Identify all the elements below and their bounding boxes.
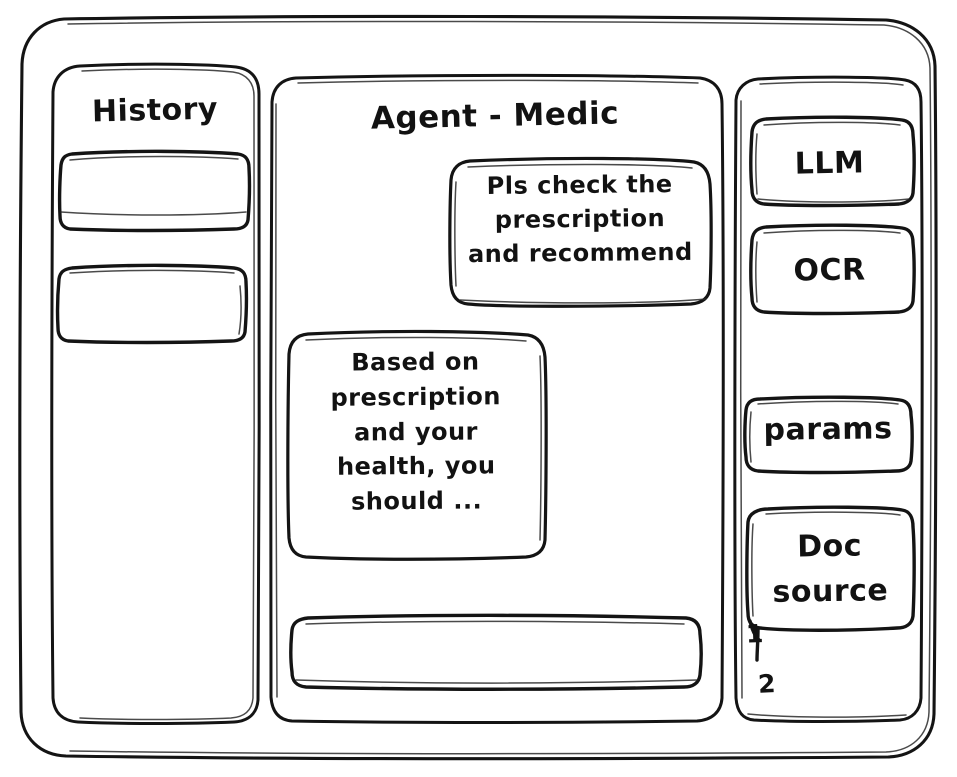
- doc-source-box-outline: [745, 505, 916, 662]
- composer-outline: [289, 613, 703, 691]
- ocr-button[interactable]: [751, 225, 914, 313]
- tools-panel-outline: [733, 75, 924, 723]
- llm-button-outline: [749, 115, 916, 208]
- params-button[interactable]: [745, 397, 912, 472]
- history-item-1-outline: [57, 149, 252, 233]
- ocr-button-outline: [749, 223, 916, 316]
- doc-source-button[interactable]: [747, 507, 914, 631]
- agent-message-bubble: [288, 332, 546, 558]
- doc-source-item-2-row[interactable]: [756, 664, 816, 704]
- history-item-2-outline: [55, 263, 249, 345]
- window-frame: [18, 14, 938, 761]
- params-button-outline: [743, 395, 914, 475]
- history-panel-outline: [50, 62, 261, 725]
- history-item-1[interactable]: [60, 153, 250, 230]
- llm-button[interactable]: [751, 117, 914, 205]
- user-message-bubble-outline: [448, 156, 713, 308]
- history-item-2[interactable]: [58, 266, 247, 342]
- agent-message-bubble-outline: [286, 329, 548, 561]
- doc-source-item-1-row[interactable]: [744, 614, 804, 654]
- message-input[interactable]: [291, 616, 701, 689]
- main-panel-outline: [269, 73, 725, 724]
- user-message-bubble: [451, 159, 711, 306]
